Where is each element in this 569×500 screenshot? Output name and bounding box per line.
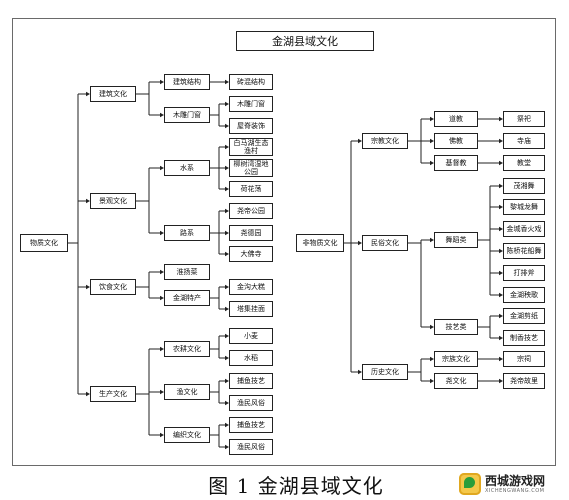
node-food-culture: 饮食文化 [90, 279, 136, 295]
figure-caption: 图 1 金湖县域文化 [208, 473, 384, 498]
node-farming-culture: 农耕文化 [164, 341, 210, 357]
node-jingou-cake: 金沟大糕 [229, 279, 273, 295]
node-weaving-culture: 编织文化 [164, 427, 210, 443]
node-water-system: 水系 [164, 160, 210, 176]
node-ancestral-hall: 宗祠 [503, 351, 545, 367]
node-folk-culture: 民俗文化 [362, 235, 408, 251]
site-logo[interactable]: 西城游戏网 XICHENGWANG.COM [459, 470, 567, 498]
node-yaodi-park: 尧帝公园 [229, 203, 273, 219]
node-architecture-culture: 建筑文化 [90, 86, 136, 102]
node-history-culture: 历史文化 [362, 364, 408, 380]
node-fishing-culture: 渔文化 [164, 384, 210, 400]
node-religious-culture: 宗教文化 [362, 133, 408, 149]
node-building-structure: 建筑结构 [164, 74, 210, 90]
node-jincheng-incense-opera: 金城香火戏 [503, 221, 545, 237]
node-material-culture: 物质文化 [20, 234, 68, 252]
node-yao-culture: 尧文化 [434, 373, 478, 389]
node-road-system: 路系 [164, 225, 210, 241]
node-fishing-skill: 捕鱼技艺 [229, 373, 273, 389]
node-willow-bay-park: 柳树湾湿地 公园 [229, 159, 273, 177]
node-fisher-customs-2: 渔民风俗 [229, 439, 273, 455]
node-production-culture: 生产文化 [90, 386, 136, 402]
node-intangible-culture: 非物质文化 [296, 234, 344, 252]
node-rice: 水稻 [229, 350, 273, 366]
node-christianity: 基督教 [434, 155, 478, 171]
node-carved-doors-windows-leaf: 木雕门窗 [229, 96, 273, 112]
node-jinhu-specialties: 金湖特产 [164, 290, 210, 306]
node-yaodi-hometown: 尧帝故里 [503, 373, 545, 389]
node-brick-concrete: 砖混结构 [229, 74, 273, 90]
node-buddhism: 佛教 [434, 133, 478, 149]
node-wheat: 小麦 [229, 328, 273, 344]
node-landscape-culture: 景观文化 [90, 193, 136, 209]
node-dafo-temple: 大佛寺 [229, 246, 273, 262]
logo-url: XICHENGWANG.COM [485, 487, 545, 494]
node-lotus-pond: 荷花荡 [229, 181, 273, 197]
node-taoism: 道教 [434, 111, 478, 127]
node-church: 教堂 [503, 155, 545, 171]
node-raft-axe: 打排斧 [503, 265, 545, 281]
node-maoxiang-dance: 茂湘舞 [503, 178, 545, 194]
node-clan-culture: 宗族文化 [434, 351, 478, 367]
node-craft-category: 技艺类 [434, 319, 478, 335]
node-dance-category: 舞蹈类 [434, 232, 478, 248]
node-sacrifice: 祭祀 [503, 111, 545, 127]
node-chenqiao-boat-dance: 陈桥花船舞 [503, 243, 545, 259]
node-licheng-dragon-dance: 黎城龙舞 [503, 199, 545, 215]
node-ridge-decoration: 屋脊装饰 [229, 118, 273, 134]
node-taji-noodles: 塔集挂面 [229, 301, 273, 317]
node-baima-lake-village: 白马湖生态 渔村 [229, 138, 273, 156]
diagram-title: 金湖县域文化 [236, 31, 374, 51]
logo-name: 西城游戏网 [485, 473, 546, 488]
node-fisher-customs: 渔民风俗 [229, 395, 273, 411]
node-yaode-garden: 尧德园 [229, 225, 273, 241]
node-incense-craft: 制香技艺 [503, 330, 545, 346]
node-carved-doors-windows: 木雕门窗 [164, 107, 210, 123]
node-temple: 寺庙 [503, 133, 545, 149]
node-fishing-skill-2: 捕鱼技艺 [229, 417, 273, 433]
logo-icon [459, 473, 481, 495]
node-huaiyang-cuisine: 淮扬菜 [164, 264, 210, 280]
node-jinhu-papercut: 金湖剪纸 [503, 308, 545, 324]
node-jinhu-yangge: 金湖秧歌 [503, 287, 545, 303]
